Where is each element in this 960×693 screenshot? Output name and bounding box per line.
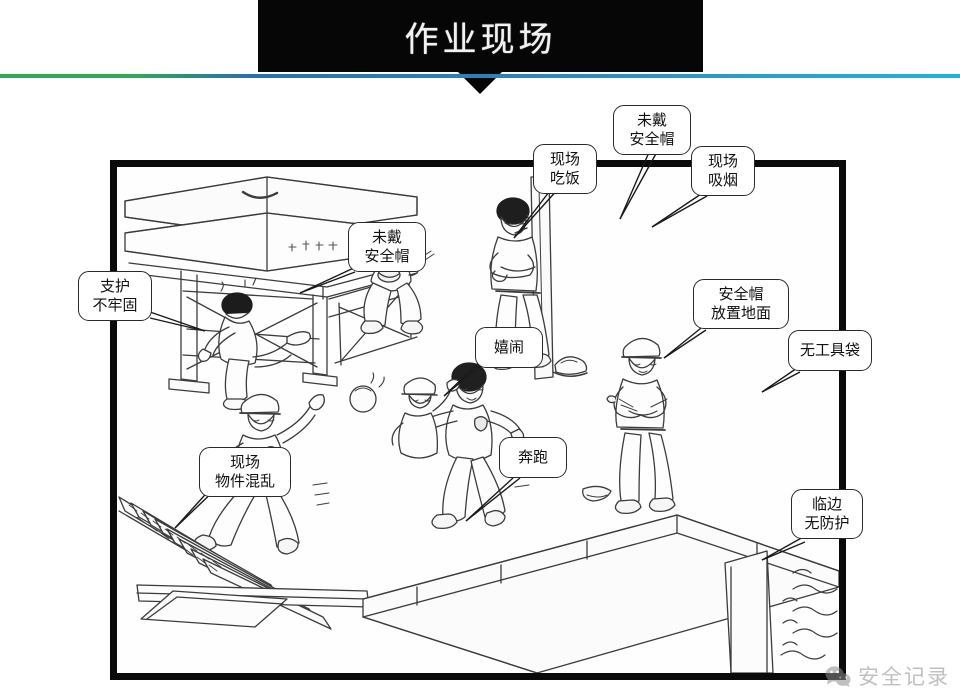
- callout-smoking-on-site[interactable]: 现场 吸烟: [691, 146, 755, 196]
- callout-line-2: 物件混乱: [214, 472, 275, 490]
- callout-line-1: 现场: [707, 152, 738, 170]
- callout-line-1: 安全帽: [718, 285, 764, 303]
- callout-line-1: 未戴: [371, 228, 402, 246]
- callout-line-2: 安全帽: [629, 130, 675, 148]
- callout-no-helmet-top[interactable]: 未戴 安全帽: [613, 105, 691, 155]
- callout-line-1: 现场: [229, 453, 260, 471]
- callout-line-1: 临边: [811, 495, 842, 513]
- callout-horseplay[interactable]: 嬉闹: [475, 327, 543, 368]
- callout-line-2: 吃饭: [549, 169, 580, 187]
- callout-line-1: 嬉闹: [493, 338, 524, 356]
- callout-no-tool-bag[interactable]: 无工具袋: [788, 330, 872, 371]
- gradient-divider: [0, 74, 960, 78]
- callout-support-not-secure[interactable]: 支护 不牢固: [78, 271, 152, 321]
- page-title: 作业现场: [404, 19, 557, 60]
- callout-helmet-on-ground[interactable]: 安全帽 放置地面: [693, 279, 789, 329]
- callout-line-1: 未戴: [636, 111, 667, 129]
- callout-no-helmet-left[interactable]: 未戴 安全帽: [348, 222, 426, 272]
- title-banner: 作业现场: [258, 0, 703, 72]
- frame-bottom-bar: [0, 680, 960, 693]
- callout-line-1: 支护: [99, 277, 130, 295]
- callout-eating-on-site[interactable]: 现场 吃饭: [533, 144, 597, 194]
- callout-line-2: 放置地面: [710, 304, 771, 322]
- callout-line-1: 现场: [549, 150, 580, 168]
- callout-line-2: 不牢固: [92, 296, 138, 314]
- worksite-illustration: [117, 167, 839, 673]
- callout-line-2: 安全帽: [364, 247, 410, 265]
- callout-messy-objects[interactable]: 现场 物件混乱: [199, 447, 291, 497]
- callout-unprotected-edge[interactable]: 临边 无防护: [791, 489, 863, 539]
- callout-line-1: 奔跑: [517, 448, 548, 466]
- callout-line-1: 无工具袋: [799, 341, 860, 359]
- wechat-icon: [825, 665, 851, 687]
- watermark: 安全记录: [825, 661, 950, 691]
- callout-running[interactable]: 奔跑: [499, 437, 567, 478]
- callout-line-2: 无防护: [804, 514, 850, 532]
- illustration-frame: [110, 160, 846, 680]
- watermark-text: 安全记录: [858, 665, 950, 689]
- callout-line-2: 吸烟: [707, 171, 738, 189]
